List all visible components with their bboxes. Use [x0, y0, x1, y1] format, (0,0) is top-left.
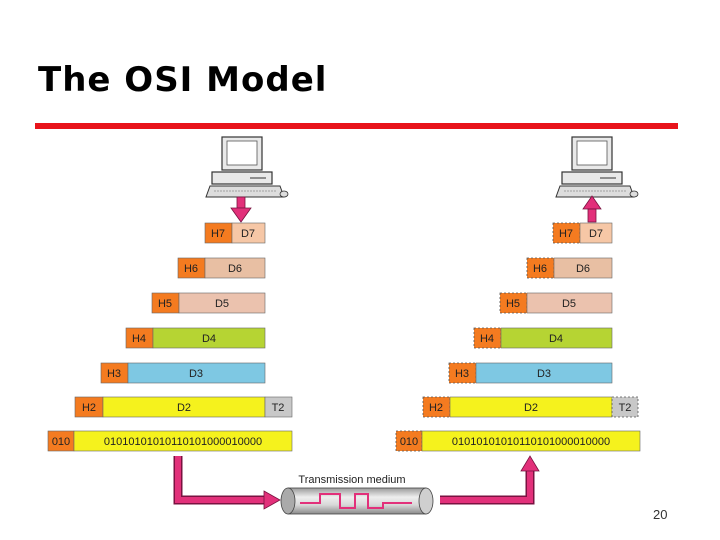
sender-bits: 01010101010110101000010000 [104, 436, 262, 448]
receiver-d4-label: D4 [549, 333, 563, 345]
sender-bits-box [73, 430, 293, 452]
receiver-d5-box [526, 292, 613, 314]
receiver-h6-label: H6 [533, 263, 547, 275]
receiver-d7-box [579, 222, 613, 244]
incoming-transmission-arrow [440, 455, 540, 505]
receiver-d4-box [500, 327, 613, 349]
receiver-d3-label: D3 [537, 368, 551, 380]
sender-t2-label: T2 [272, 402, 285, 414]
receiver-h4-label: H4 [480, 333, 494, 345]
receiver-bits: 01010101010110101000010000 [452, 436, 610, 448]
sender-d6-box [204, 257, 266, 279]
sender-h6-label: H6 [184, 263, 198, 275]
receiver-d2-label: D2 [524, 402, 538, 414]
transmission-medium-pipe [280, 487, 434, 515]
sender-bits-prefix: 010 [52, 436, 70, 448]
sender-d5-label: D5 [215, 298, 229, 310]
receiver-h3-label: H3 [455, 368, 469, 380]
slide-title: The OSI Model [38, 60, 328, 100]
page-number: 20 [653, 507, 668, 522]
sender-h3-label: H3 [107, 368, 121, 380]
title-rule [35, 123, 678, 129]
receiver-bits-box [421, 430, 641, 452]
receiver-stack: H7 D7 H6 D6 H5 D5 H4 D4 H3 D3 H2 D2 T2 0… [395, 222, 641, 452]
receiver-computer-icon [555, 136, 639, 198]
sender-down-arrow [230, 196, 252, 223]
outgoing-transmission-arrow [173, 456, 281, 510]
sender-d5-box [178, 292, 266, 314]
sender-h7-label: H7 [211, 228, 225, 240]
sender-d7-label: D7 [241, 228, 255, 240]
sender-d4-label: D4 [202, 333, 216, 345]
receiver-h2-label: H2 [429, 402, 443, 414]
receiver-t2-label: T2 [619, 402, 632, 414]
sender-computer-icon [205, 136, 289, 198]
receiver-d5-label: D5 [562, 298, 576, 310]
sender-stack: H7 D7 H6 D6 H5 D5 H4 D4 H3 D3 H2 D2 T2 0… [47, 222, 293, 452]
sender-d3-box [127, 362, 266, 384]
receiver-t2-box [611, 396, 639, 418]
receiver-d6-label: D6 [576, 263, 590, 275]
sender-d3-label: D3 [189, 368, 203, 380]
receiver-d3-box [475, 362, 613, 384]
transmission-medium-label: Transmission medium [298, 474, 405, 486]
sender-t2-box [264, 396, 293, 418]
sender-d4-box [152, 327, 266, 349]
sender-d6-label: D6 [228, 263, 242, 275]
receiver-up-arrow [582, 195, 602, 223]
receiver-d6-box [553, 257, 613, 279]
receiver-h5-label: H5 [506, 298, 520, 310]
receiver-h7-label: H7 [559, 228, 573, 240]
sender-h4-label: H4 [132, 333, 146, 345]
receiver-d7-label: D7 [589, 228, 603, 240]
receiver-bits-prefix: 010 [400, 436, 418, 448]
sender-h2-label: H2 [82, 402, 96, 414]
sender-d7-box [231, 222, 266, 244]
sender-h5-label: H5 [158, 298, 172, 310]
sender-d2-label: D2 [177, 402, 191, 414]
